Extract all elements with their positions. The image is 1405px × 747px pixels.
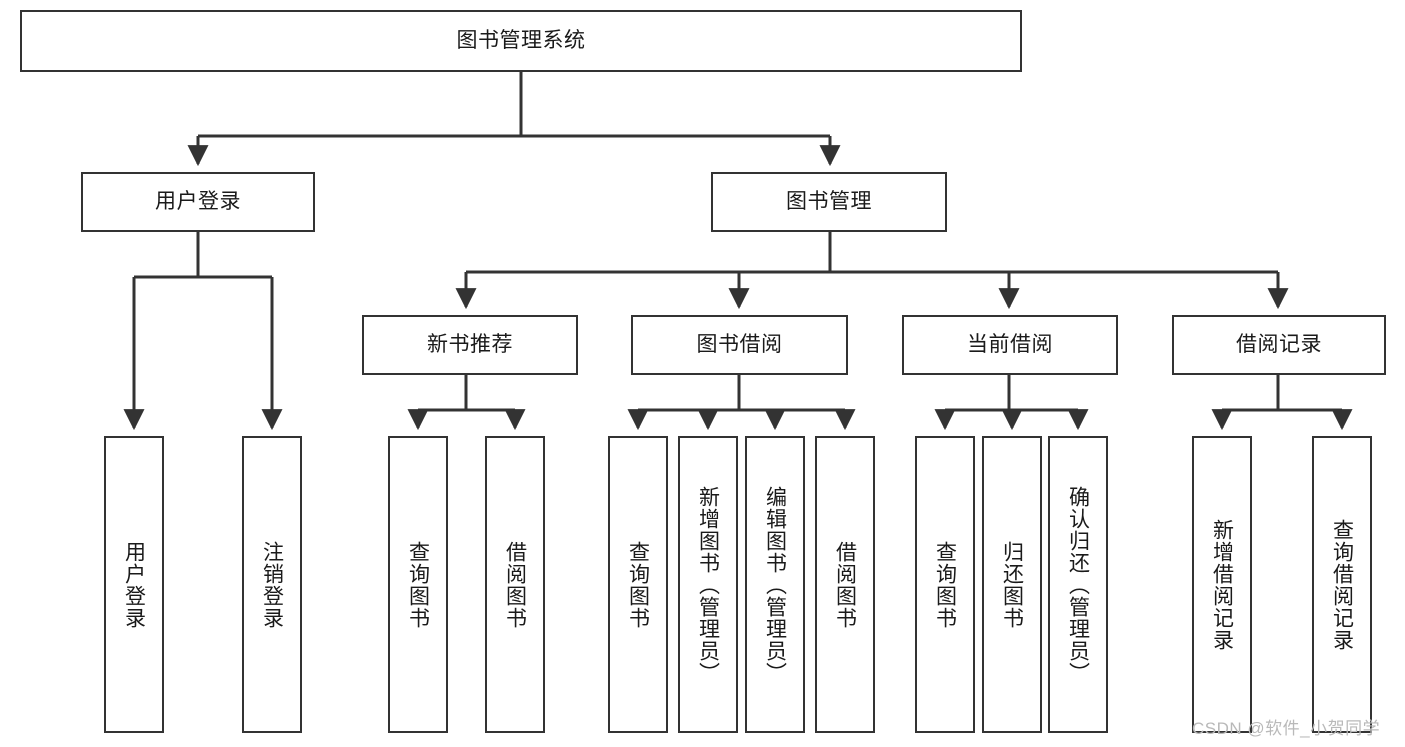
node-leaf-confirm-return-label: 确认归还（管理员）	[1066, 485, 1090, 684]
node-leaf-query-book-2[interactable]: 查询图书	[608, 436, 668, 733]
node-root-label: 图书管理系统	[456, 28, 586, 52]
csdn-watermark: CSDN @软件_小贺同学	[1192, 719, 1381, 738]
node-leaf-add-borrow-record[interactable]: 新增借阅记录	[1192, 436, 1252, 733]
node-user-login-label: 用户登录	[155, 189, 241, 213]
node-leaf-query-book-2-label: 查询图书	[626, 540, 650, 629]
node-new-book-recommend-label: 新书推荐	[427, 332, 513, 356]
node-leaf-query-borrow-record[interactable]: 查询借阅记录	[1312, 436, 1372, 733]
node-leaf-return-book-label: 归还图书	[1000, 540, 1024, 629]
node-leaf-borrow-book-2-label: 借阅图书	[833, 540, 857, 629]
node-root[interactable]: 图书管理系统	[20, 10, 1022, 72]
node-leaf-query-book-3[interactable]: 查询图书	[915, 436, 975, 733]
node-current-borrow[interactable]: 当前借阅	[902, 315, 1118, 375]
node-leaf-query-book-3-label: 查询图书	[933, 540, 957, 629]
node-leaf-add-borrow-record-label: 新增借阅记录	[1210, 518, 1234, 651]
node-leaf-query-book-1-label: 查询图书	[406, 540, 430, 629]
node-borrow-record-label: 借阅记录	[1236, 332, 1322, 356]
node-leaf-borrow-book-2[interactable]: 借阅图书	[815, 436, 875, 733]
node-leaf-edit-book[interactable]: 编辑图书（管理员）	[745, 436, 805, 733]
node-leaf-confirm-return[interactable]: 确认归还（管理员）	[1048, 436, 1108, 733]
node-user-login[interactable]: 用户登录	[81, 172, 315, 232]
node-new-book-recommend[interactable]: 新书推荐	[362, 315, 578, 375]
node-leaf-return-book[interactable]: 归还图书	[982, 436, 1042, 733]
node-book-manage[interactable]: 图书管理	[711, 172, 947, 232]
node-leaf-borrow-book-1[interactable]: 借阅图书	[485, 436, 545, 733]
node-borrow-record[interactable]: 借阅记录	[1172, 315, 1386, 375]
node-book-manage-label: 图书管理	[786, 189, 872, 213]
node-leaf-edit-book-label: 编辑图书（管理员）	[763, 485, 787, 684]
node-book-borrow[interactable]: 图书借阅	[631, 315, 848, 375]
node-leaf-user-login-label: 用户登录	[122, 540, 146, 629]
node-leaf-borrow-book-1-label: 借阅图书	[503, 540, 527, 629]
node-leaf-query-borrow-record-label: 查询借阅记录	[1330, 518, 1354, 651]
node-leaf-add-book[interactable]: 新增图书（管理员）	[678, 436, 738, 733]
node-book-borrow-label: 图书借阅	[696, 332, 783, 356]
node-leaf-user-login[interactable]: 用户登录	[104, 436, 164, 733]
node-leaf-query-book-1[interactable]: 查询图书	[388, 436, 448, 733]
node-leaf-user-logout-label: 注销登录	[260, 540, 284, 629]
node-leaf-user-logout[interactable]: 注销登录	[242, 436, 302, 733]
node-current-borrow-label: 当前借阅	[967, 332, 1053, 356]
node-leaf-add-book-label: 新增图书（管理员）	[696, 485, 720, 684]
